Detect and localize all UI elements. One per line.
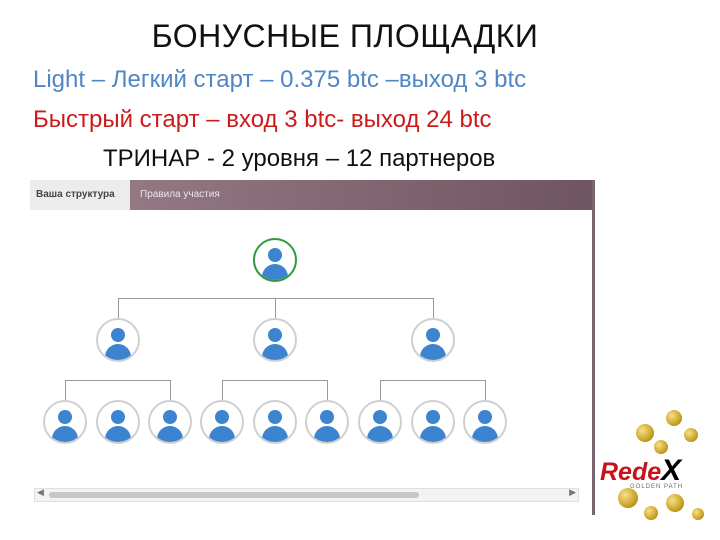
tab-participation-rules[interactable]: Правила участия xyxy=(130,180,595,210)
partner-avatar-level2[interactable] xyxy=(358,400,402,444)
logo-subtitle: GOLDEN PATH xyxy=(630,484,684,490)
user-icon xyxy=(163,410,177,424)
user-icon xyxy=(111,328,125,342)
coin-icon xyxy=(644,506,658,520)
user-icon xyxy=(426,410,440,424)
partner-avatar-level2[interactable] xyxy=(253,400,297,444)
user-icon xyxy=(373,410,387,424)
user-icon xyxy=(58,410,72,424)
horizontal-scrollbar[interactable]: ◀ ▶ xyxy=(34,487,579,502)
connector xyxy=(222,380,223,400)
partner-avatar-level2[interactable] xyxy=(43,400,87,444)
coin-icon xyxy=(666,494,684,512)
partner-avatar-level2[interactable] xyxy=(463,400,507,444)
coin-icon xyxy=(654,440,668,454)
user-icon xyxy=(268,248,282,262)
tab-your-structure[interactable]: Ваша структура xyxy=(30,180,130,210)
redex-logo: RedeX GOLDEN PATH xyxy=(596,410,716,525)
fast-start-line: Быстрый старт – вход 3 btc- выход 24 btc xyxy=(33,106,492,133)
connector xyxy=(327,380,328,400)
partner-avatar-level2[interactable] xyxy=(411,400,455,444)
scrollbar-thumb[interactable] xyxy=(49,492,419,498)
partner-avatar-level2[interactable] xyxy=(148,400,192,444)
partner-avatar-level1[interactable] xyxy=(253,318,297,362)
partner-avatar-level2[interactable] xyxy=(200,400,244,444)
tab-bar: Ваша структура Правила участия xyxy=(30,180,595,210)
partner-tree xyxy=(30,210,590,485)
scroll-right-icon[interactable]: ▶ xyxy=(569,487,576,497)
connector xyxy=(170,380,171,400)
user-icon xyxy=(478,410,492,424)
user-icon xyxy=(426,328,440,342)
user-icon xyxy=(111,410,125,424)
user-icon xyxy=(268,328,282,342)
connector xyxy=(275,298,276,318)
coin-icon xyxy=(636,424,654,442)
scroll-left-icon[interactable]: ◀ xyxy=(37,487,44,497)
connector xyxy=(380,380,381,400)
user-icon xyxy=(215,410,229,424)
coin-icon xyxy=(684,428,698,442)
page-title: БОНУСНЫЕ ПЛОЩАДКИ xyxy=(151,18,539,54)
connector xyxy=(118,298,119,318)
connector xyxy=(65,380,66,400)
connector xyxy=(485,380,486,400)
user-icon xyxy=(268,410,282,424)
root-avatar[interactable] xyxy=(253,238,297,282)
coin-icon xyxy=(618,488,638,508)
coin-icon xyxy=(692,508,704,520)
connector xyxy=(433,298,434,318)
partner-avatar-level1[interactable] xyxy=(411,318,455,362)
user-icon xyxy=(320,410,334,424)
logo-text: RedeX xyxy=(600,454,682,487)
partner-avatar-level2[interactable] xyxy=(305,400,349,444)
structure-panel: Ваша структура Правила участия xyxy=(30,180,595,515)
panel-right-border xyxy=(592,180,595,515)
connector xyxy=(380,380,485,381)
connector xyxy=(222,380,327,381)
trinar-line: ТРИНАР - 2 уровня – 12 партнеров xyxy=(103,145,496,172)
coin-icon xyxy=(666,410,682,426)
partner-avatar-level2[interactable] xyxy=(96,400,140,444)
partner-avatar-level1[interactable] xyxy=(96,318,140,362)
connector xyxy=(65,380,170,381)
light-plan-line: Light – Легкий старт – 0.375 btc –выход … xyxy=(33,66,527,93)
